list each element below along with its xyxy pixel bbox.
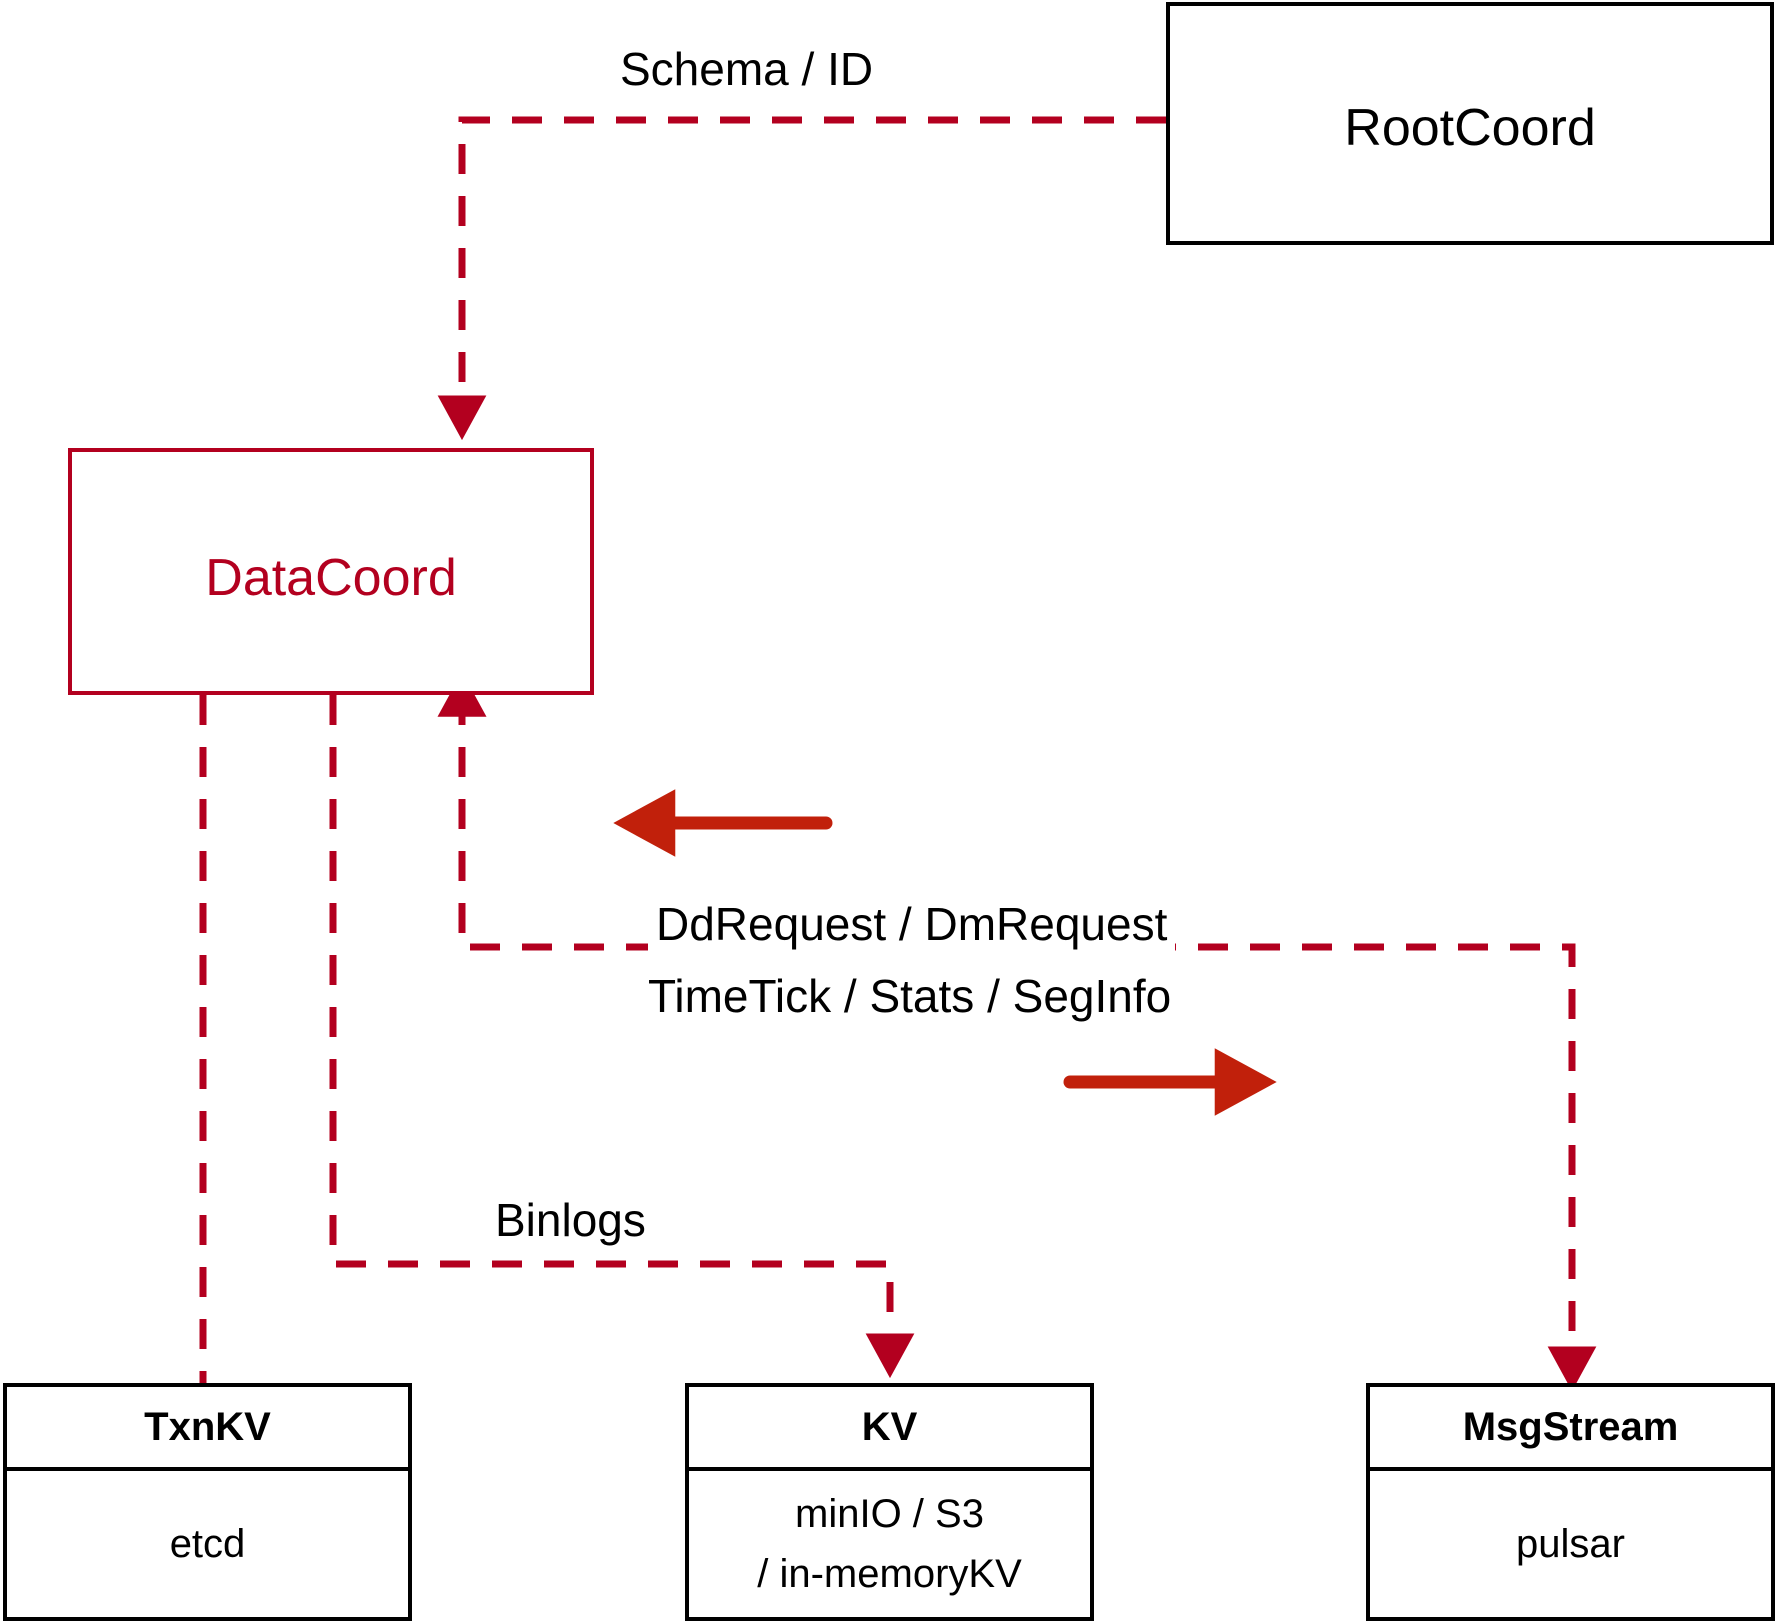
edge-label-binlogs: Binlogs <box>487 1193 654 1247</box>
edge-label-schema-id: Schema / ID <box>612 42 882 96</box>
node-msgstream-body: pulsar <box>1370 1471 1771 1617</box>
edge-rootcoord-to-datacoord <box>437 116 1166 441</box>
node-kv-label: KV <box>861 1405 918 1449</box>
node-msgstream-impl-0: pulsar <box>1516 1522 1625 1566</box>
node-datacoord[interactable]: DataCoord <box>68 448 594 695</box>
node-kv-impl-1: / in-memoryKV <box>757 1552 1022 1596</box>
node-kv[interactable]: KV minIO / S3 / in-memoryKV <box>685 1383 1094 1621</box>
node-msgstream-label: MsgStream <box>1462 1405 1679 1449</box>
node-msgstream[interactable]: MsgStream pulsar <box>1366 1383 1775 1621</box>
node-kv-impl-0: minIO / S3 <box>795 1492 984 1536</box>
node-txnkv[interactable]: TxnKV etcd <box>3 1383 412 1621</box>
edge-label-timetick-stats-seginfo: TimeTick / Stats / SegInfo <box>640 969 1180 1023</box>
edge-msgstream-datacoord <box>437 671 1597 1392</box>
node-kv-header: KV <box>689 1387 1090 1471</box>
node-txnkv-header: TxnKV <box>7 1387 408 1471</box>
node-kv-body: minIO / S3 / in-memoryKV <box>689 1471 1090 1617</box>
node-txnkv-label: TxnKV <box>144 1405 271 1449</box>
node-rootcoord[interactable]: RootCoord <box>1166 2 1774 245</box>
node-txnkv-impl-0: etcd <box>169 1522 246 1566</box>
node-msgstream-header: MsgStream <box>1370 1387 1771 1471</box>
edge-label-dd-dm-request: DdRequest / DmRequest <box>648 897 1176 951</box>
edge-datacoord-to-kv <box>329 695 915 1379</box>
node-txnkv-body: etcd <box>7 1471 408 1617</box>
node-datacoord-label: DataCoord <box>205 549 457 607</box>
node-rootcoord-label: RootCoord <box>1344 99 1596 157</box>
